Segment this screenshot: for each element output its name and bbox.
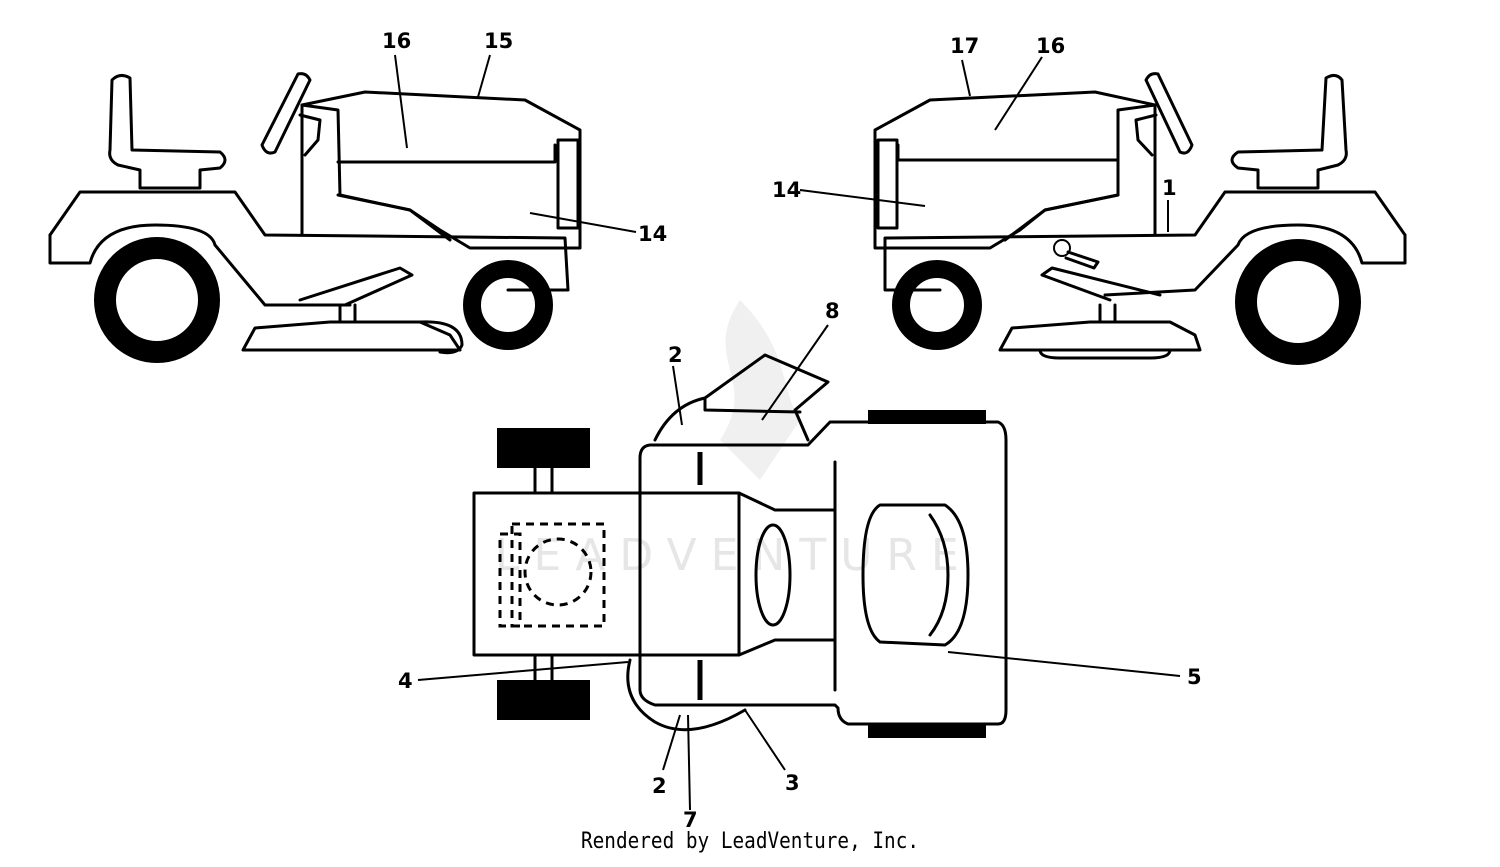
callout-3-top: 3 [785, 771, 800, 795]
callout-16-right: 16 [1036, 34, 1065, 58]
right-side-view [799, 56, 1407, 365]
left-side-view [48, 54, 637, 363]
callout-4-top: 4 [398, 669, 413, 693]
callout-2-top-upper: 2 [668, 343, 683, 367]
rendered-by-credit: Rendered by LeadVenture, Inc. [580, 829, 920, 854]
watermark-text: LEADVENTURE [495, 530, 973, 581]
callout-16-left: 16 [382, 29, 411, 53]
callout-1-right: 1 [1162, 176, 1177, 200]
callout-15-left: 15 [484, 29, 513, 53]
callout-5-top: 5 [1187, 665, 1202, 689]
callout-8-top: 8 [825, 299, 840, 323]
top-view [417, 324, 1181, 811]
callout-2-top-lower: 2 [652, 774, 667, 798]
leadventure-watermark: LEADVENTURE [495, 300, 973, 581]
callout-14-right: 14 [772, 178, 801, 202]
callout-17-right: 17 [950, 34, 979, 58]
callout-7-top: 7 [683, 808, 698, 832]
callout-14-left: 14 [638, 222, 667, 246]
